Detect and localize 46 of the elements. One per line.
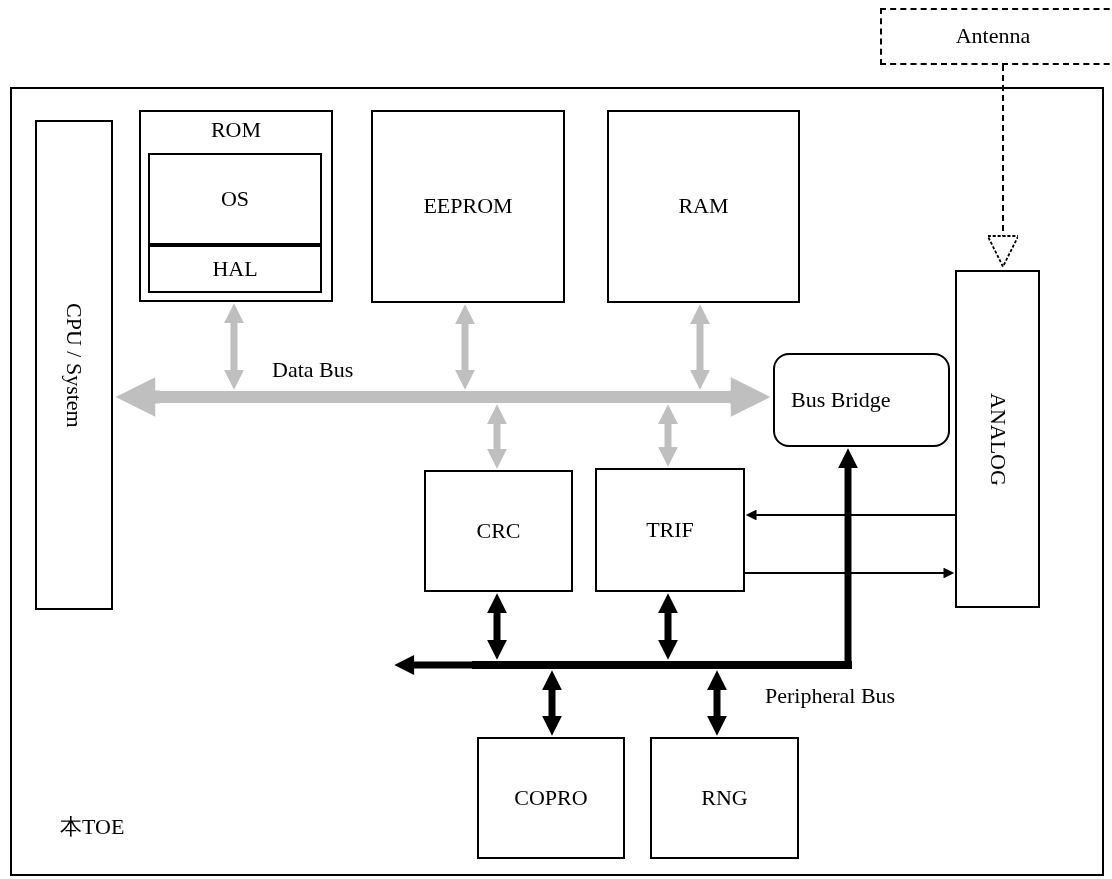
block-box xyxy=(35,120,113,610)
block-frame xyxy=(139,110,333,302)
bus-label: Peripheral Bus xyxy=(765,682,896,710)
block-box xyxy=(371,110,565,303)
bus-arrow xyxy=(487,404,507,469)
bus-arrow xyxy=(487,593,507,660)
block-label: HAL xyxy=(212,254,258,283)
block-label: CPU / System xyxy=(61,302,89,428)
peripheral-bus-bar xyxy=(472,661,852,669)
block-box xyxy=(880,8,1112,65)
block-label: OS xyxy=(220,184,250,213)
block-label: RNG xyxy=(701,783,748,812)
bus-arrow xyxy=(455,304,475,390)
bus-arrow xyxy=(224,303,244,390)
bus-arrow xyxy=(730,377,771,417)
dashed-arrow xyxy=(986,64,1020,268)
block-label: ROM xyxy=(210,116,262,144)
block-box xyxy=(607,110,800,303)
bus-arrow xyxy=(542,670,562,736)
arrow xyxy=(745,509,956,521)
block-box xyxy=(595,468,745,592)
bus-arrow xyxy=(115,377,160,417)
block-box xyxy=(773,353,950,447)
block-box xyxy=(477,737,625,859)
bus-arrow xyxy=(658,593,678,660)
block-label: ANALOG xyxy=(984,392,1012,486)
bus-arrow xyxy=(838,448,858,661)
bus-arrow xyxy=(707,670,727,736)
arrow xyxy=(744,567,955,579)
block-label: CRC xyxy=(476,516,521,545)
bus-label: Data Bus xyxy=(272,356,354,384)
block-box xyxy=(148,245,322,293)
block-label: Antenna xyxy=(955,22,1031,51)
bus-arrow xyxy=(658,404,678,467)
block-label: EEPROM xyxy=(423,192,513,221)
block-frame xyxy=(10,87,1104,876)
block-label: TRIF xyxy=(646,515,694,544)
block-box xyxy=(148,153,322,245)
block-label: COPRO xyxy=(514,783,588,812)
block-label: 本TOE xyxy=(60,813,125,842)
block-box xyxy=(424,470,573,592)
block-label: RAM xyxy=(678,192,729,221)
block-box xyxy=(955,270,1040,608)
block-box xyxy=(650,737,799,859)
bus-arrow xyxy=(690,304,710,390)
block-label: Bus Bridge xyxy=(791,385,891,414)
